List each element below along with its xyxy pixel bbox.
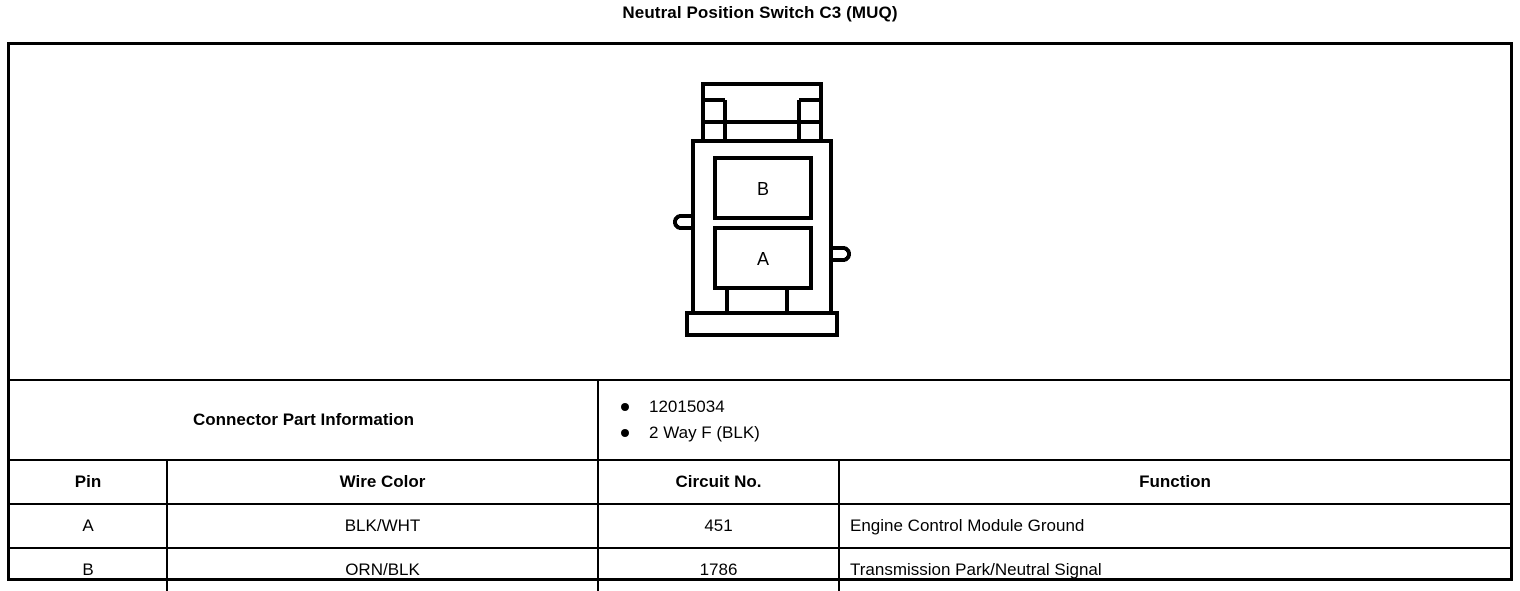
list-item: 2 Way F (BLK) [621,420,1510,446]
table-row: B ORN/BLK 1786 Transmission Park/Neutral… [10,547,1511,591]
page-title: Neutral Position Switch C3 (MUQ) [622,3,898,22]
cell-function: Transmission Park/Neutral Signal [838,547,1511,591]
cell-pin: A [10,503,168,549]
cell-pin: B [10,547,168,591]
two-way-connector-illustration: B A [655,70,865,340]
cell-wire-color: ORN/BLK [165,547,600,591]
connector-part-information-values: 12015034 2 Way F (BLK) [597,379,1511,461]
column-header-wire-color: Wire Color [165,459,600,505]
connector-part-information-label: Connector Part Information [10,379,600,461]
pin-table: Connector Part Information 12015034 2 Wa… [10,379,1511,591]
column-header-circuit-no: Circuit No. [597,459,841,505]
svg-text:B: B [757,179,769,199]
cell-function: Engine Control Module Ground [838,503,1511,549]
column-header-function: Function [838,459,1511,505]
cell-wire-color: BLK/WHT [165,503,600,549]
cell-circuit-no: 1786 [597,547,841,591]
column-header-pin: Pin [10,459,168,505]
table-row: A BLK/WHT 451 Engine Control Module Grou… [10,503,1511,549]
cell-circuit-no: 451 [597,503,841,549]
part-number-list: 12015034 2 Way F (BLK) [599,394,1510,446]
svg-text:A: A [757,249,769,269]
connector-part-information-row: Connector Part Information 12015034 2 Wa… [10,379,1511,461]
table-header-row: Pin Wire Color Circuit No. Function [10,459,1511,505]
list-item: 12015034 [621,394,1510,420]
connector-detail-frame: B A Connector Part Information 12015034 … [7,42,1513,591]
illustration-area: B A [10,45,1510,379]
